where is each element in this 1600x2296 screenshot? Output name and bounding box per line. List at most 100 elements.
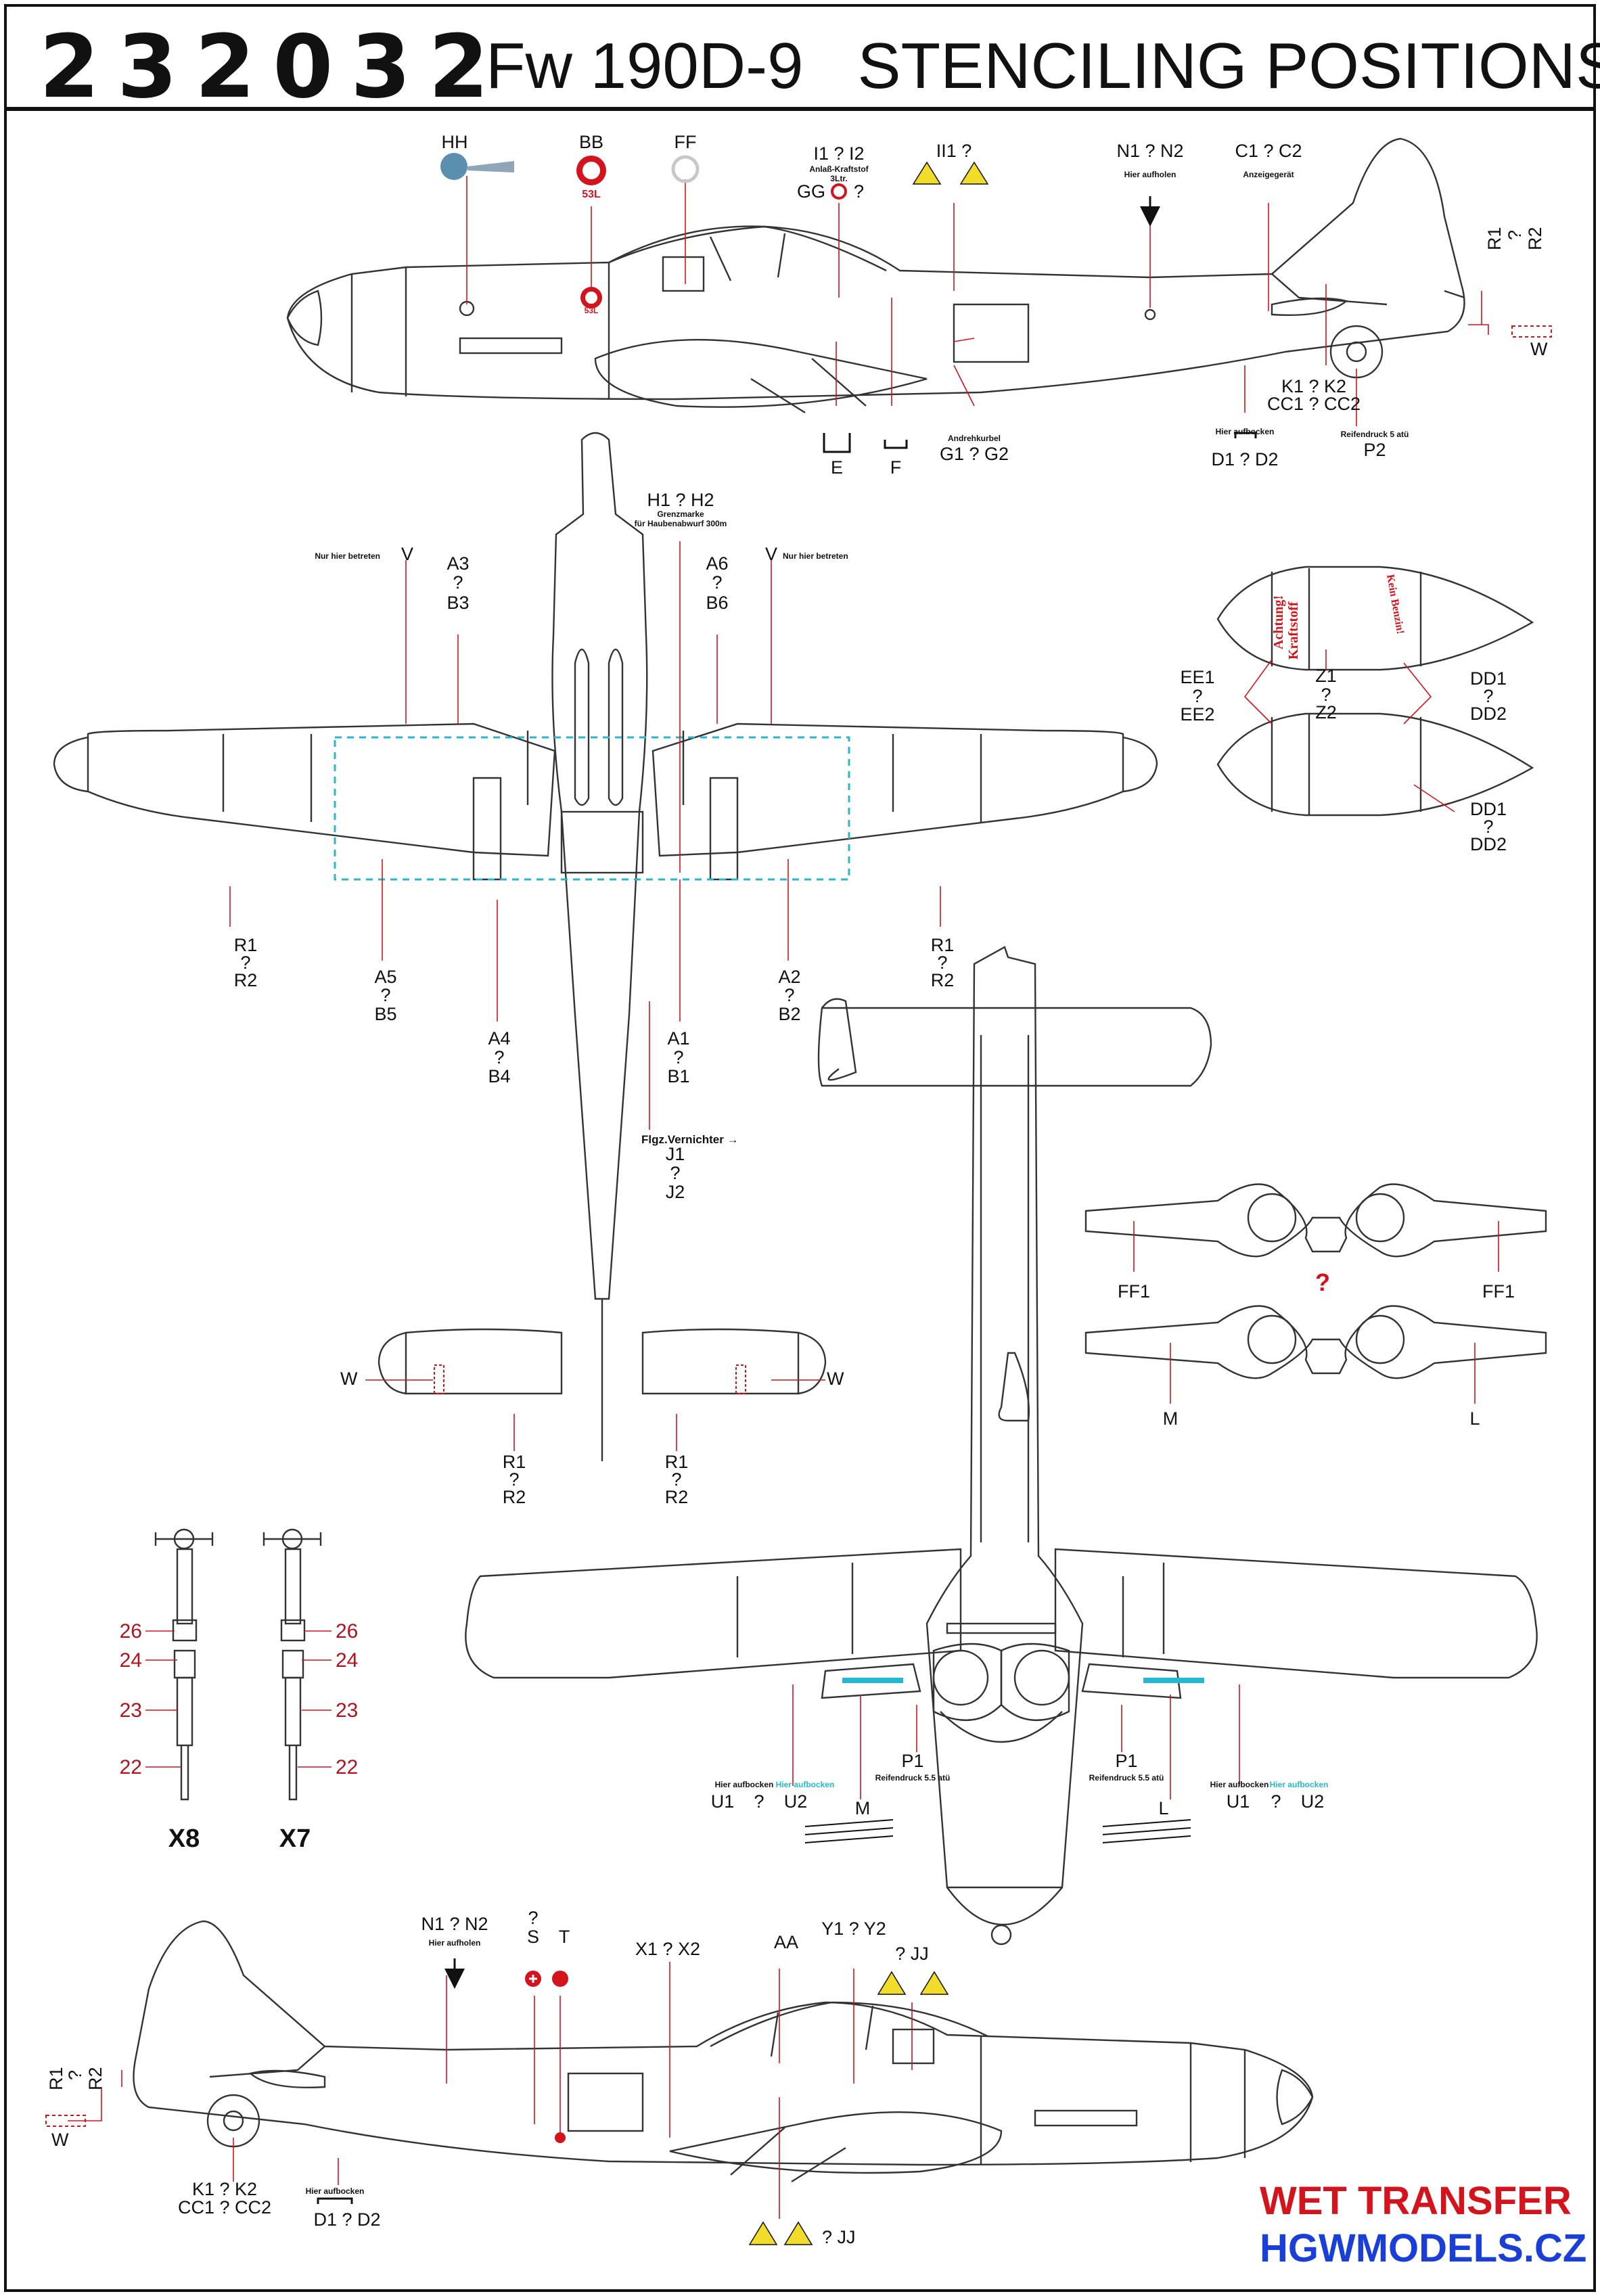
gear-leg-callouts	[145, 1630, 332, 1768]
label-r2-tl: R2	[503, 1487, 526, 1507]
stabilizer-underside	[817, 1007, 1212, 1087]
label-rq-tr: ?	[671, 1469, 681, 1490]
decal-w	[1511, 325, 1552, 338]
label-z2: Z2	[1315, 702, 1337, 722]
label-22-l: 22	[120, 1756, 142, 1778]
model-name: Fw 190D-9	[486, 30, 804, 102]
decal-w-bottom	[45, 2115, 86, 2127]
tail-right-plan	[641, 1328, 800, 1395]
label-cc12-top: CC1 ? CC2	[1267, 394, 1361, 414]
side-bottom-callouts	[68, 1962, 913, 2219]
walkway-area-outline	[334, 736, 850, 881]
label-z-q: ?	[1321, 685, 1331, 705]
label-u1-l: U1	[711, 1791, 735, 1812]
label-z1: Z1	[1315, 666, 1337, 686]
fuselage-outline-bottom	[133, 1920, 1314, 2166]
label-i12: I1 ? I2	[813, 143, 864, 164]
label-24-r: 24	[336, 1649, 358, 1672]
label-24-l: 24	[120, 1649, 142, 1672]
label-jj-top: ? JJ	[895, 1944, 929, 1964]
bb-badge: 53L	[582, 189, 601, 200]
label-a2-q: ?	[784, 985, 794, 1005]
decal-bb	[576, 156, 606, 308]
label-p1-l: P1	[901, 1751, 923, 1771]
side-view-bottom	[133, 1920, 1314, 2183]
label-hh: HH	[442, 132, 468, 152]
label-u-sub-r2: Hier aufbocken	[1270, 1780, 1329, 1789]
label-gear-q: ?	[1315, 1268, 1330, 1296]
wing-root-fairing	[594, 339, 928, 408]
label-u1-r: U1	[1227, 1791, 1250, 1812]
drop-tank-callouts	[1243, 649, 1455, 812]
label-x12: X1 ? X2	[635, 1939, 700, 1959]
label-rq-top: ?	[1505, 230, 1525, 240]
label-b6: B6	[706, 593, 728, 613]
wing-left-underside	[465, 1548, 962, 1679]
label-r2-top: R2	[1525, 227, 1545, 250]
label-j-sub: Flgz.Vernichter →	[641, 1133, 739, 1146]
label-n12-top: N1 ? N2	[1116, 141, 1183, 161]
wing-right-underside	[1054, 1548, 1538, 1679]
label-h12: H1 ? H2	[647, 490, 714, 510]
label-v-left: V	[401, 544, 413, 564]
label-uq-r: ?	[1271, 1791, 1281, 1812]
footer-wet-transfer: WET TRANSFER	[1260, 2179, 1572, 2223]
wing-left-plan	[87, 722, 556, 857]
label-p-sub-top: Reifendruck 5 atü	[1341, 430, 1409, 439]
label-r2-bottom: R2	[85, 2067, 106, 2090]
label-d-sub-bottom: Hier aufbocken	[306, 2186, 365, 2196]
bracket-d-bottom	[317, 2197, 353, 2204]
label-rq-pr: ?	[937, 952, 947, 973]
label-uq-l: ?	[754, 1791, 764, 1812]
label-x8: X8	[168, 1824, 200, 1853]
footer-website[interactable]: HGWMODELS.CZ	[1260, 2226, 1587, 2270]
bb-badge-2: 53L	[585, 306, 599, 315]
label-j1: J1	[666, 1144, 685, 1164]
label-m-doors: M	[1163, 1408, 1179, 1429]
label-l-doors: L	[1469, 1408, 1480, 1429]
label-y12: Y1 ? Y2	[821, 1919, 886, 1939]
plan-bottom-callouts	[792, 1684, 1240, 1799]
label-w-right: W	[827, 1369, 844, 1389]
label-u-sub-l2: Hier aufbocken	[776, 1780, 835, 1789]
bracket-e	[823, 432, 1257, 453]
drop-tank	[1216, 566, 1534, 817]
label-r1-tl: R1	[503, 1452, 526, 1472]
label-a1: A1	[667, 1028, 689, 1049]
label-a1-q: ?	[673, 1047, 683, 1067]
label-d12-bottom: D1 ? D2	[313, 2209, 380, 2230]
tank-text-kraftstoff: Kraftstoff	[1286, 601, 1301, 660]
label-a4: A4	[488, 1028, 510, 1049]
label-22-r: 22	[336, 1756, 358, 1778]
label-u2-r: U2	[1301, 1791, 1325, 1812]
label-u-sub-r: Hier aufbocken	[1210, 1780, 1269, 1789]
label-26-r: 26	[336, 1620, 358, 1643]
label-p-sub-r: Reifendruck 5.5 atü	[1089, 1773, 1164, 1783]
label-i-sub1: Anlaß-Kraftstof	[809, 164, 869, 174]
label-aa: AA	[774, 1932, 798, 1952]
label-b1: B1	[667, 1066, 689, 1086]
decal-hh	[440, 153, 514, 180]
label-p-sub-l: Reifendruck 5.5 atü	[875, 1773, 951, 1783]
label-h-sub1: Grenzmarke	[657, 509, 704, 519]
label-rq-pl: ?	[240, 952, 250, 973]
decal-ii1	[912, 161, 989, 185]
label-b2: B2	[778, 1004, 800, 1024]
label-t: T	[559, 1927, 570, 1947]
label-ff1-right: FF1	[1482, 1281, 1515, 1302]
label-u-sub-l: Hier aufbocken	[715, 1780, 774, 1789]
label-a5-q: ?	[380, 985, 390, 1005]
label-i-sub2: 3Ltr.	[830, 174, 847, 183]
page-frame	[4, 4, 1596, 2292]
label-gg: GG	[797, 181, 825, 202]
label-dd2-a: DD2	[1470, 704, 1507, 724]
plan-top-callouts	[229, 541, 941, 1451]
gear-doors	[1084, 1183, 1547, 1379]
label-a6: A6	[706, 553, 728, 574]
label-k12-top: K1 ? K2	[1281, 376, 1346, 396]
label-b5: B5	[374, 1004, 396, 1024]
label-s-q: ?	[528, 1908, 538, 1928]
decal-s-t	[525, 1971, 568, 2143]
label-cc12-bottom: CC1 ? CC2	[178, 2197, 271, 2218]
